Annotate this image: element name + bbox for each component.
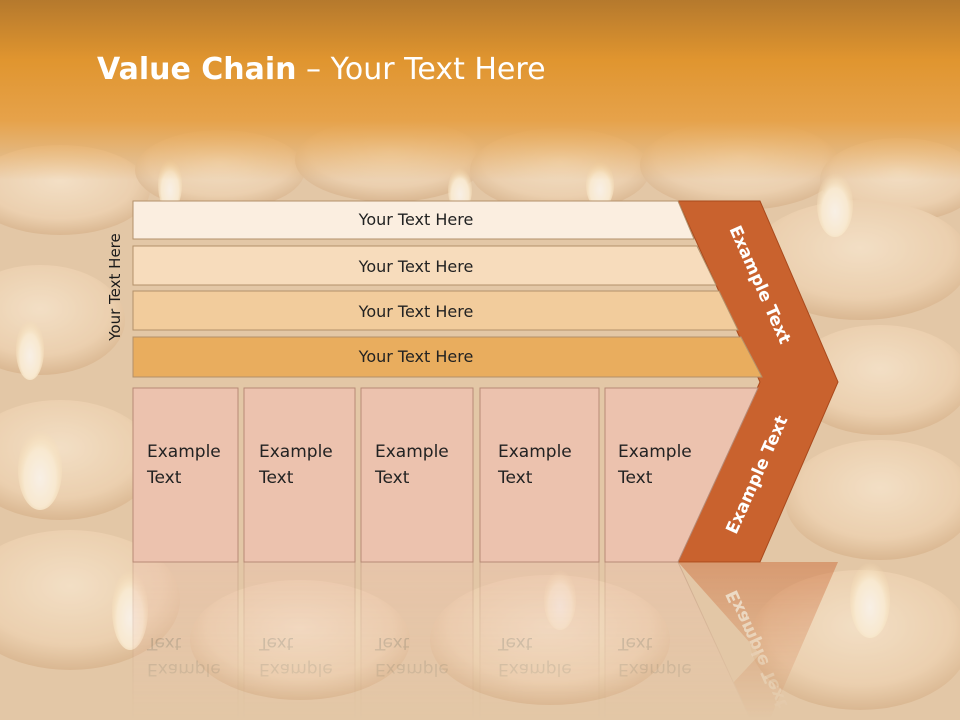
svg-text:Example: Example xyxy=(147,659,221,679)
cell-text-3-line1: Example xyxy=(375,442,449,462)
cell-text-5: Example Text xyxy=(618,439,692,491)
cell-text-2-line1: Example xyxy=(259,442,333,462)
cell-text-4: Example Text xyxy=(498,439,572,491)
svg-text:Text: Text xyxy=(258,633,294,653)
svg-text:Example: Example xyxy=(375,659,449,679)
cell-text-1-line1: Example xyxy=(147,442,221,462)
cell-text-2: Example Text xyxy=(259,439,333,491)
row-label-3: Your Text Here xyxy=(358,302,474,321)
title-rest: – Your Text Here xyxy=(296,52,546,87)
cell-text-5-line2: Text xyxy=(618,468,653,488)
svg-text:Text: Text xyxy=(617,633,653,653)
row-bar-4[interactable] xyxy=(132,336,763,378)
row-bar-2[interactable] xyxy=(132,245,717,286)
diagram-reflection: Example Text Example Text Example Text E… xyxy=(132,561,838,720)
cell-text-2-line2: Text xyxy=(259,468,294,488)
cell-text-3-line2: Text xyxy=(375,468,410,488)
title-bold: Value Chain xyxy=(97,52,297,87)
cell-text-5-line1: Example xyxy=(618,442,692,462)
cell-box-3[interactable] xyxy=(360,387,474,563)
cell-text-1: Example Text xyxy=(147,439,221,491)
svg-text:Example: Example xyxy=(618,659,692,679)
svg-text:Text: Text xyxy=(497,633,533,653)
svg-text:Text: Text xyxy=(146,633,182,653)
header-band xyxy=(0,0,960,120)
cell-box-2[interactable] xyxy=(243,387,356,563)
row-label-2: Your Text Here xyxy=(358,257,474,276)
side-label: Your Text Here xyxy=(106,233,124,341)
row-bar-3[interactable] xyxy=(132,290,739,331)
cell-text-4-line1: Example xyxy=(498,442,572,462)
svg-text:Example: Example xyxy=(259,659,333,679)
row-bar-1[interactable] xyxy=(132,200,695,240)
row-label-1: Your Text Here xyxy=(358,210,474,229)
cell-text-3: Example Text xyxy=(375,439,449,491)
svg-text:Text: Text xyxy=(374,633,410,653)
svg-text:Example: Example xyxy=(498,659,572,679)
cell-text-1-line2: Text xyxy=(147,468,182,488)
cell-text-4-line2: Text xyxy=(498,468,533,488)
slide-title: Value Chain – Your Text Here xyxy=(97,52,546,87)
row-label-4: Your Text Here xyxy=(358,347,474,366)
